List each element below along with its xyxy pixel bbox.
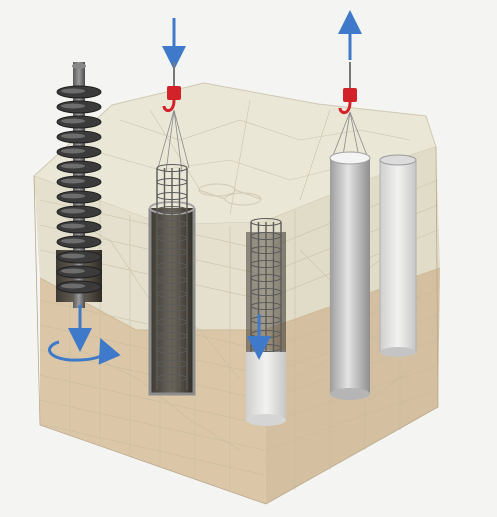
rebar-hoop <box>250 273 282 283</box>
crane-hook-icon <box>162 62 181 112</box>
auger-flight-highlight <box>61 133 85 139</box>
finished-concrete-pile <box>379 159 417 353</box>
rebar-hoop <box>250 301 282 311</box>
auger-flight-highlight <box>61 283 85 289</box>
block-outline <box>33 146 439 505</box>
step-lower-rebar-cage <box>148 18 196 396</box>
rebar-hoop <box>156 177 188 187</box>
casing-top <box>329 151 371 165</box>
rebar-hoop <box>156 205 188 215</box>
step-concrete-pouring <box>246 217 286 426</box>
concrete-bottom <box>246 414 286 426</box>
rebar-hoop <box>156 289 188 299</box>
rebar-hoop <box>156 345 188 355</box>
pile-top <box>379 154 417 166</box>
rebar-hoop <box>156 219 188 229</box>
auger-flight-highlight <box>61 223 85 229</box>
rebar-hoop <box>156 275 188 285</box>
rebar-hoop <box>156 261 188 271</box>
auger-flight-highlight <box>61 178 85 184</box>
concrete-column <box>246 350 286 420</box>
auger-drill-icon <box>56 85 102 294</box>
rebar-hoop <box>250 259 282 269</box>
auger-flight-highlight <box>61 238 85 244</box>
casing-bottom <box>330 388 370 400</box>
auger-flight-highlight <box>61 103 85 109</box>
crane-hook-icon <box>338 62 357 114</box>
rebar-hoop <box>156 163 188 173</box>
auger-flight-highlight <box>61 118 85 124</box>
rebar-hoop <box>156 247 188 257</box>
rebar-hoop <box>156 359 188 369</box>
auger-shaft-top <box>72 63 86 69</box>
auger-flight-highlight <box>61 193 85 199</box>
rebar-hoop <box>250 315 282 325</box>
rebar-hoop <box>156 317 188 327</box>
rebar-hoop <box>156 373 188 383</box>
pile-bottom <box>380 347 416 357</box>
step-extract-steel-casing <box>329 10 417 400</box>
rebar-hoop <box>156 303 188 313</box>
rotation-arrow-icon <box>48 337 121 365</box>
steel-casing-pulled <box>330 158 370 394</box>
rebar-hoop <box>156 191 188 201</box>
auger-flight-highlight <box>61 253 85 259</box>
auger-flight-highlight <box>61 163 85 169</box>
lifting-slings <box>157 109 190 173</box>
rebar-hoop <box>156 233 188 243</box>
auger-flight-highlight <box>61 148 85 154</box>
auger-flight-highlight <box>61 268 85 274</box>
rebar-hoop <box>250 245 282 255</box>
auger-flight-highlight <box>61 88 85 94</box>
step-auger-drilling <box>48 62 121 365</box>
rebar-hoop <box>250 231 282 241</box>
rebar-hoop <box>250 217 282 227</box>
ghost-cage-shadow <box>198 183 262 206</box>
rebar-hoop <box>250 287 282 297</box>
rebar-cage-icon <box>156 163 188 390</box>
auger-flight-highlight <box>61 208 85 214</box>
rebar-hoop <box>156 331 188 341</box>
steel-casing <box>148 208 196 396</box>
